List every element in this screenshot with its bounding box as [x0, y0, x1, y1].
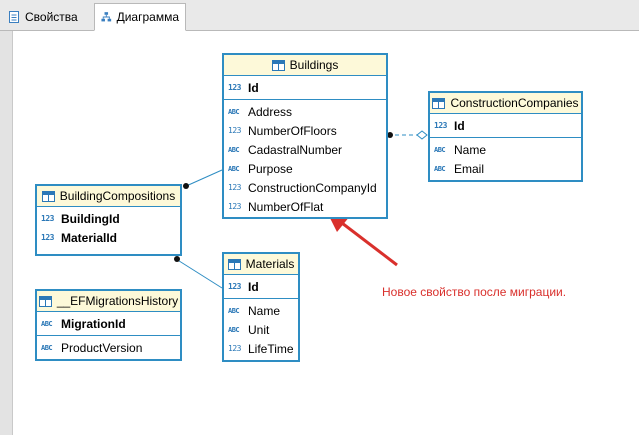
field-name: CadastralNumber: [248, 142, 343, 157]
entity-header: Buildings: [224, 55, 386, 76]
text-type-icon: ABC: [228, 145, 240, 154]
field-row[interactable]: 123 Id: [224, 277, 298, 296]
numeric-type-icon: 123: [228, 183, 241, 192]
field-row[interactable]: 123 Id: [224, 78, 386, 97]
tab-diagram-label: Диаграмма: [116, 10, 179, 24]
entity-header: BuildingCompositions: [37, 186, 180, 207]
field-row[interactable]: ABC Address: [224, 102, 386, 121]
table-icon: [271, 59, 285, 71]
field-row[interactable]: ABC Name: [224, 301, 298, 320]
properties-icon: [9, 10, 19, 23]
entity-title: BuildingCompositions: [59, 189, 176, 203]
field-row[interactable]: ABC Purpose: [224, 159, 386, 178]
tab-properties[interactable]: Свойства: [2, 3, 94, 30]
entity-title: Buildings: [289, 58, 339, 72]
field-row[interactable]: 123 BuildingId: [37, 209, 180, 228]
field-name: MigrationId: [61, 316, 126, 331]
field-name: Purpose: [248, 161, 293, 176]
field-row[interactable]: 123 NumberOfFlat: [224, 197, 386, 216]
text-type-icon: ABC: [228, 164, 240, 173]
tab-properties-label: Свойства: [25, 9, 78, 24]
field-row[interactable]: 123 NumberOfFloors: [224, 121, 386, 140]
numeric-type-icon: 123: [41, 214, 54, 223]
field-row[interactable]: 123 MaterialId: [37, 228, 180, 247]
table-icon: [38, 295, 52, 307]
text-type-icon: ABC: [434, 145, 446, 154]
field-section: ABC Address 123 NumberOfFloors ABC Cadastra…: [224, 100, 386, 218]
key-section: 123 Id: [224, 275, 298, 299]
field-row[interactable]: 123 ConstructionCompanyId: [224, 178, 386, 197]
field-name: Id: [248, 80, 259, 95]
numeric-type-icon: 123: [41, 233, 54, 242]
field-name: ConstructionCompanyId: [248, 180, 377, 195]
entity-header: Materials: [224, 254, 298, 275]
field-section: ABC ProductVersion: [37, 336, 180, 359]
text-type-icon: ABC: [434, 164, 446, 173]
numeric-type-icon: 123: [228, 83, 241, 92]
entity-header: ConstructionCompanies: [430, 93, 581, 114]
entity-ef-migrations-history[interactable]: __EFMigrationsHistory ABC MigrationId ABC…: [35, 289, 182, 361]
text-type-icon: ABC: [228, 107, 240, 116]
entity-title: __EFMigrationsHistory: [56, 294, 179, 308]
field-name: Unit: [248, 322, 270, 337]
field-name: Id: [454, 118, 465, 133]
field-name: Name: [454, 142, 487, 157]
table-icon: [227, 258, 241, 270]
entity-title: ConstructionCompanies: [450, 96, 579, 110]
key-section: 123 Id: [430, 114, 581, 138]
entity-title: Materials: [245, 257, 295, 271]
field-row[interactable]: ABC ProductVersion: [37, 338, 180, 357]
key-section: ABC MigrationId: [37, 312, 180, 336]
field-row[interactable]: ABC Email: [430, 159, 581, 178]
field-row[interactable]: ABC Unit: [224, 320, 298, 339]
field-row[interactable]: ABC MigrationId: [37, 314, 180, 333]
tab-bar: Свойства Диаграмма: [0, 0, 639, 31]
field-name: Name: [248, 303, 281, 318]
field-name: BuildingId: [61, 211, 120, 226]
text-type-icon: ABC: [228, 306, 240, 315]
field-row[interactable]: ABC Name: [430, 140, 581, 159]
field-row[interactable]: 123 Id: [430, 116, 581, 135]
numeric-type-icon: 123: [228, 282, 241, 291]
text-type-icon: ABC: [228, 325, 240, 334]
left-scroll-panel[interactable]: [0, 31, 13, 435]
field-name: Id: [248, 279, 259, 294]
field-row[interactable]: 123 LifeTime: [224, 339, 298, 358]
table-icon: [432, 97, 446, 109]
entity-header: __EFMigrationsHistory: [37, 291, 180, 312]
numeric-type-icon: 123: [434, 121, 447, 130]
field-name: LifeTime: [248, 341, 294, 356]
numeric-type-icon: 123: [228, 202, 241, 211]
field-name: ProductVersion: [61, 340, 143, 355]
diagram-icon: [101, 12, 112, 22]
text-type-icon: ABC: [41, 343, 53, 352]
tab-diagram[interactable]: Диаграмма: [94, 3, 186, 31]
annotation-note: Новое свойство после миграции.: [382, 285, 567, 299]
field-row[interactable]: ABC CadastralNumber: [224, 140, 386, 159]
field-name: MaterialId: [61, 230, 118, 245]
field-name: Email: [454, 161, 485, 176]
text-type-icon: ABC: [41, 319, 53, 328]
field-name: NumberOfFloors: [248, 123, 337, 138]
entity-construction-companies[interactable]: ConstructionCompanies 123 Id ABC Name ABC E…: [428, 91, 583, 182]
field-name: NumberOfFlat: [248, 199, 324, 214]
table-icon: [41, 190, 55, 202]
field-section: ABC Name ABC Unit 123 LifeTime: [224, 299, 298, 360]
numeric-type-icon: 123: [228, 126, 241, 135]
key-section: 123 Id: [224, 76, 386, 100]
field-name: Address: [248, 104, 293, 119]
field-section: ABC Name ABC Email: [430, 138, 581, 180]
numeric-type-icon: 123: [228, 344, 241, 353]
